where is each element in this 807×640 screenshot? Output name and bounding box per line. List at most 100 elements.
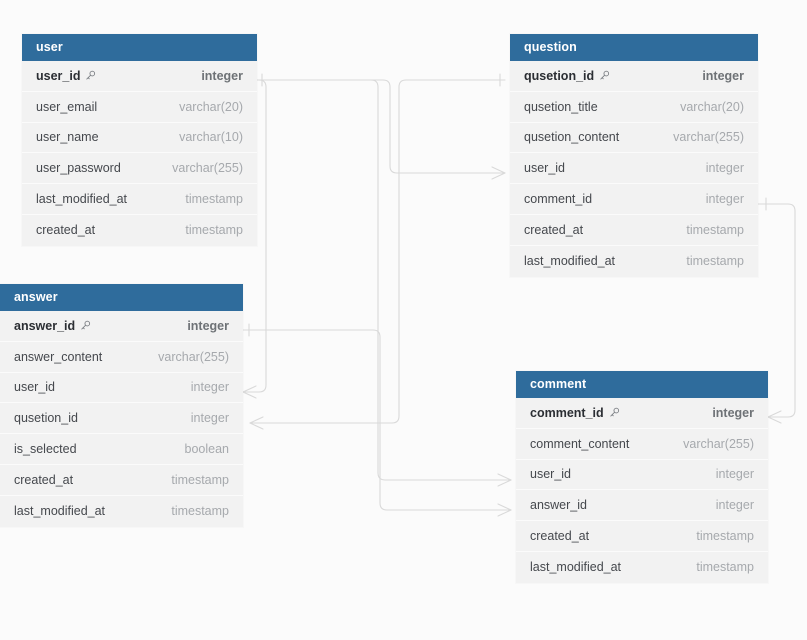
- field-row[interactable]: user_id integer: [0, 372, 243, 404]
- field-name-question-created_at: created_at: [524, 223, 583, 237]
- field-name-comment-comment_content: comment_content: [530, 437, 629, 451]
- field-type: boolean: [184, 442, 230, 457]
- field-row[interactable]: qusetion_id integer: [510, 61, 758, 92]
- field-type: varchar(255): [158, 349, 229, 364]
- field-type: integer: [201, 68, 243, 83]
- field-name-comment-user_id: user_id: [530, 467, 571, 481]
- field-name-comment-comment_id: comment_id: [530, 406, 620, 420]
- field-row[interactable]: created_at timestamp: [516, 521, 768, 552]
- relationship-question-answer: [249, 79, 506, 424]
- field-label: qusetion_content: [524, 130, 620, 145]
- key-icon: [85, 70, 96, 81]
- field-label: user_name: [36, 130, 99, 145]
- entity-header-answer[interactable]: answer: [0, 284, 243, 311]
- key-icon: [609, 407, 620, 418]
- field-name-user-user_name: user_name: [36, 130, 99, 144]
- field-type: integer: [712, 405, 754, 420]
- field-name-answer-is_selected: is_selected: [14, 442, 77, 456]
- field-name-comment-last_modified_at: last_modified_at: [530, 560, 621, 574]
- field-label: user_password: [36, 161, 121, 176]
- field-type: varchar(20): [680, 99, 744, 114]
- cardinality-many-comment-answerid: [497, 503, 512, 517]
- field-row[interactable]: last_modified_at timestamp: [22, 184, 257, 215]
- field-type: integer: [705, 161, 744, 176]
- field-row[interactable]: created_at timestamp: [510, 214, 758, 246]
- field-name-question-last_modified_at: last_modified_at: [524, 254, 615, 268]
- field-label: created_at: [524, 222, 584, 237]
- field-name-question-user_id: user_id: [524, 161, 565, 175]
- field-label: answer_id: [530, 498, 587, 513]
- field-name-answer-user_id: user_id: [14, 380, 55, 394]
- field-row[interactable]: user_id integer: [22, 61, 257, 92]
- field-name-answer-answer_content: answer_content: [14, 350, 102, 364]
- field-row[interactable]: last_modified_at timestamp: [516, 551, 768, 583]
- field-name-answer-qusetion_id: qusetion_id: [14, 411, 78, 425]
- field-row[interactable]: is_selected boolean: [0, 434, 243, 465]
- field-name-user-created_at: created_at: [36, 223, 95, 237]
- relationship-user-comment: [256, 79, 512, 481]
- entity-header-question[interactable]: question: [510, 34, 758, 61]
- field-label: answer_content: [14, 349, 103, 364]
- field-label: user_email: [36, 99, 98, 114]
- field-type: integer: [190, 380, 229, 395]
- field-label: comment_id: [524, 192, 593, 207]
- field-label: user_id: [524, 161, 565, 176]
- field-label: qusetion_title: [524, 99, 598, 114]
- field-type: integer: [187, 318, 229, 333]
- field-type: timestamp: [696, 529, 754, 544]
- field-label: comment_content: [530, 436, 630, 451]
- field-label: last_modified_at: [36, 192, 128, 207]
- field-type: timestamp: [185, 192, 243, 207]
- field-row[interactable]: user_id integer: [510, 153, 758, 185]
- field-label: qusetion_id: [524, 68, 595, 83]
- cardinality-many-comment-commentid: [767, 410, 782, 424]
- field-name-question-qusetion_id: qusetion_id: [524, 69, 610, 83]
- field-row[interactable]: user_password varchar(255): [22, 153, 257, 185]
- field-row[interactable]: created_at timestamp: [22, 214, 257, 246]
- field-type: varchar(255): [172, 161, 243, 176]
- field-name-user-last_modified_at: last_modified_at: [36, 192, 127, 206]
- field-label: user_id: [530, 467, 571, 482]
- field-type: integer: [702, 68, 744, 83]
- entity-header-comment[interactable]: comment: [516, 371, 768, 398]
- field-label: user_id: [36, 68, 81, 83]
- field-row[interactable]: qusetion_title varchar(20): [510, 91, 758, 123]
- entity-header-user[interactable]: user: [22, 34, 257, 61]
- field-name-comment-created_at: created_at: [530, 529, 589, 543]
- field-row[interactable]: user_id integer: [516, 459, 768, 491]
- field-row[interactable]: qusetion_id integer: [0, 403, 243, 435]
- field-row[interactable]: answer_id integer: [516, 490, 768, 522]
- field-label: created_at: [36, 223, 96, 238]
- field-name-question-qusetion_content: qusetion_content: [524, 130, 619, 144]
- field-row[interactable]: answer_content varchar(255): [0, 341, 243, 373]
- field-type: timestamp: [185, 223, 243, 238]
- field-type: timestamp: [686, 222, 744, 237]
- field-label: last_modified_at: [14, 504, 106, 519]
- field-row[interactable]: comment_id integer: [516, 398, 768, 429]
- field-type: timestamp: [696, 560, 754, 575]
- field-type: integer: [715, 498, 754, 513]
- key-icon: [599, 70, 610, 81]
- field-type: integer: [190, 411, 229, 426]
- key-icon: [80, 320, 91, 331]
- field-type: integer: [715, 467, 754, 482]
- field-name-question-comment_id: comment_id: [524, 192, 592, 206]
- field-name-question-qusetion_title: qusetion_title: [524, 100, 598, 114]
